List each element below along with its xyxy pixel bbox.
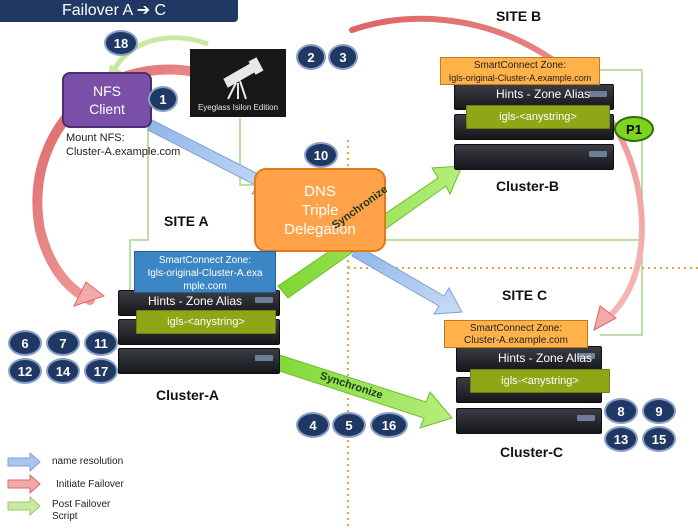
dns-line1: DNS	[304, 183, 336, 200]
site-dividers	[347, 140, 698, 530]
cluster-c-zone-alias: igls-<anystring>	[470, 369, 610, 393]
legend-blue-arrow	[7, 451, 41, 473]
mount-nfs-text: Mount NFS: Cluster-A.example.com	[66, 131, 180, 159]
cluster-c-zone-line2: Cluster-A.example.com	[464, 335, 568, 346]
cluster-c-hints: Hints - Zone Alias	[498, 351, 593, 365]
step-badge-15: 15	[642, 426, 676, 452]
cluster-b-hints: Hints - Zone Alias	[496, 87, 591, 101]
policy-p1-badge: P1	[614, 116, 654, 142]
legend-green-arrow	[7, 495, 41, 517]
cluster-a-hints: Hints - Zone Alias	[148, 294, 243, 308]
cluster-a-smartconnect-zone: SmartConnect Zone: Igls-original-Cluster…	[134, 251, 276, 293]
cluster-c-node-3	[456, 408, 602, 434]
legend-name-resolution: name resolution	[52, 456, 124, 467]
site-c-label: SITE C	[502, 287, 548, 303]
cluster-a-zone-alias: igls-<anystring>	[136, 310, 276, 334]
nfs-client-line2: Client	[89, 101, 125, 117]
cluster-a-label: Cluster-A	[156, 387, 220, 403]
cluster-a-zone-line3: mple.com	[183, 281, 227, 292]
nfs-client-line1: NFS	[93, 83, 121, 99]
site-a-label: SITE A	[164, 213, 209, 229]
sync-a-to-c-arrow	[263, 351, 453, 429]
page-title: Failover A ➔ C	[0, 0, 238, 22]
cluster-b-zone-alias: igls-<anystring>	[466, 105, 610, 129]
cluster-b-zone-line2: Igls-original-Cluster-A.example.com	[448, 73, 592, 83]
mount-nfs-line2: Cluster-A.example.com	[66, 146, 181, 158]
mount-nfs-line1: Mount NFS:	[66, 132, 125, 144]
step-badge-11: 11	[84, 330, 118, 356]
step-badge-13: 13	[604, 426, 638, 452]
step-badge-10: 10	[304, 142, 338, 168]
legend-arrows	[7, 451, 41, 517]
step-badge-12: 12	[8, 358, 42, 384]
cluster-c-smartconnect-zone: SmartConnect Zone: Cluster-A.example.com	[444, 320, 588, 348]
step-badge-5: 5	[332, 412, 366, 438]
cluster-a-zone-line2: Igls-original-Cluster-A.exa	[147, 268, 263, 279]
step-badge-9: 9	[642, 398, 676, 424]
step-badge-18: 18	[104, 30, 138, 56]
step-badge-16: 16	[370, 412, 408, 438]
dns-line3: Delegation	[284, 221, 356, 238]
dns-to-cluster-c-arrow	[351, 245, 463, 315]
step-badge-7: 7	[46, 330, 80, 356]
telescope-icon	[223, 57, 264, 100]
eyeglass-appliance[interactable]: Eyeglass Isilon Edition	[190, 49, 286, 117]
step-badge-2: 2	[296, 44, 326, 70]
dns-line2: Triple	[301, 202, 339, 219]
step-badge-8: 8	[604, 398, 638, 424]
cluster-a-node-3	[118, 348, 280, 374]
dns-triple-delegation[interactable]: DNS Triple Delegation	[254, 168, 386, 252]
cluster-c-node-1	[456, 346, 602, 372]
legend-post-failover: Post Failover Script	[52, 499, 110, 523]
cluster-c-zone-line1: SmartConnect Zone:	[469, 323, 563, 334]
step-badge-3: 3	[328, 44, 358, 70]
nfs-client[interactable]: NFS Client	[62, 72, 152, 128]
site-b-label: SITE B	[496, 8, 542, 24]
step-badge-17: 17	[84, 358, 118, 384]
cluster-b-label: Cluster-B	[496, 178, 560, 194]
legend-red-arrow	[7, 473, 41, 495]
cluster-b-node-3	[454, 144, 614, 170]
step-badge-4: 4	[296, 412, 330, 438]
cluster-a-zone-line1: SmartConnect Zone:	[158, 255, 252, 266]
step-badge-6: 6	[8, 330, 42, 356]
cluster-c-label: Cluster-C	[500, 444, 564, 460]
step-badge-1: 1	[148, 86, 178, 112]
legend-post-failover-line1: Post Failover	[52, 499, 111, 510]
failover-arrow-to-cluster-a	[32, 64, 227, 305]
step-badge-14: 14	[46, 358, 80, 384]
eyeglass-label: Eyeglass Isilon Edition	[197, 103, 279, 112]
legend-initiate-failover: Initiate Failover	[56, 479, 124, 490]
cluster-b-zone-line1: SmartConnect Zone:	[473, 60, 567, 71]
cluster-b-smartconnect-zone: SmartConnect Zone: Igls-original-Cluster…	[440, 57, 600, 85]
network-lines	[129, 69, 643, 336]
legend-post-failover-line2: Script	[52, 511, 78, 522]
